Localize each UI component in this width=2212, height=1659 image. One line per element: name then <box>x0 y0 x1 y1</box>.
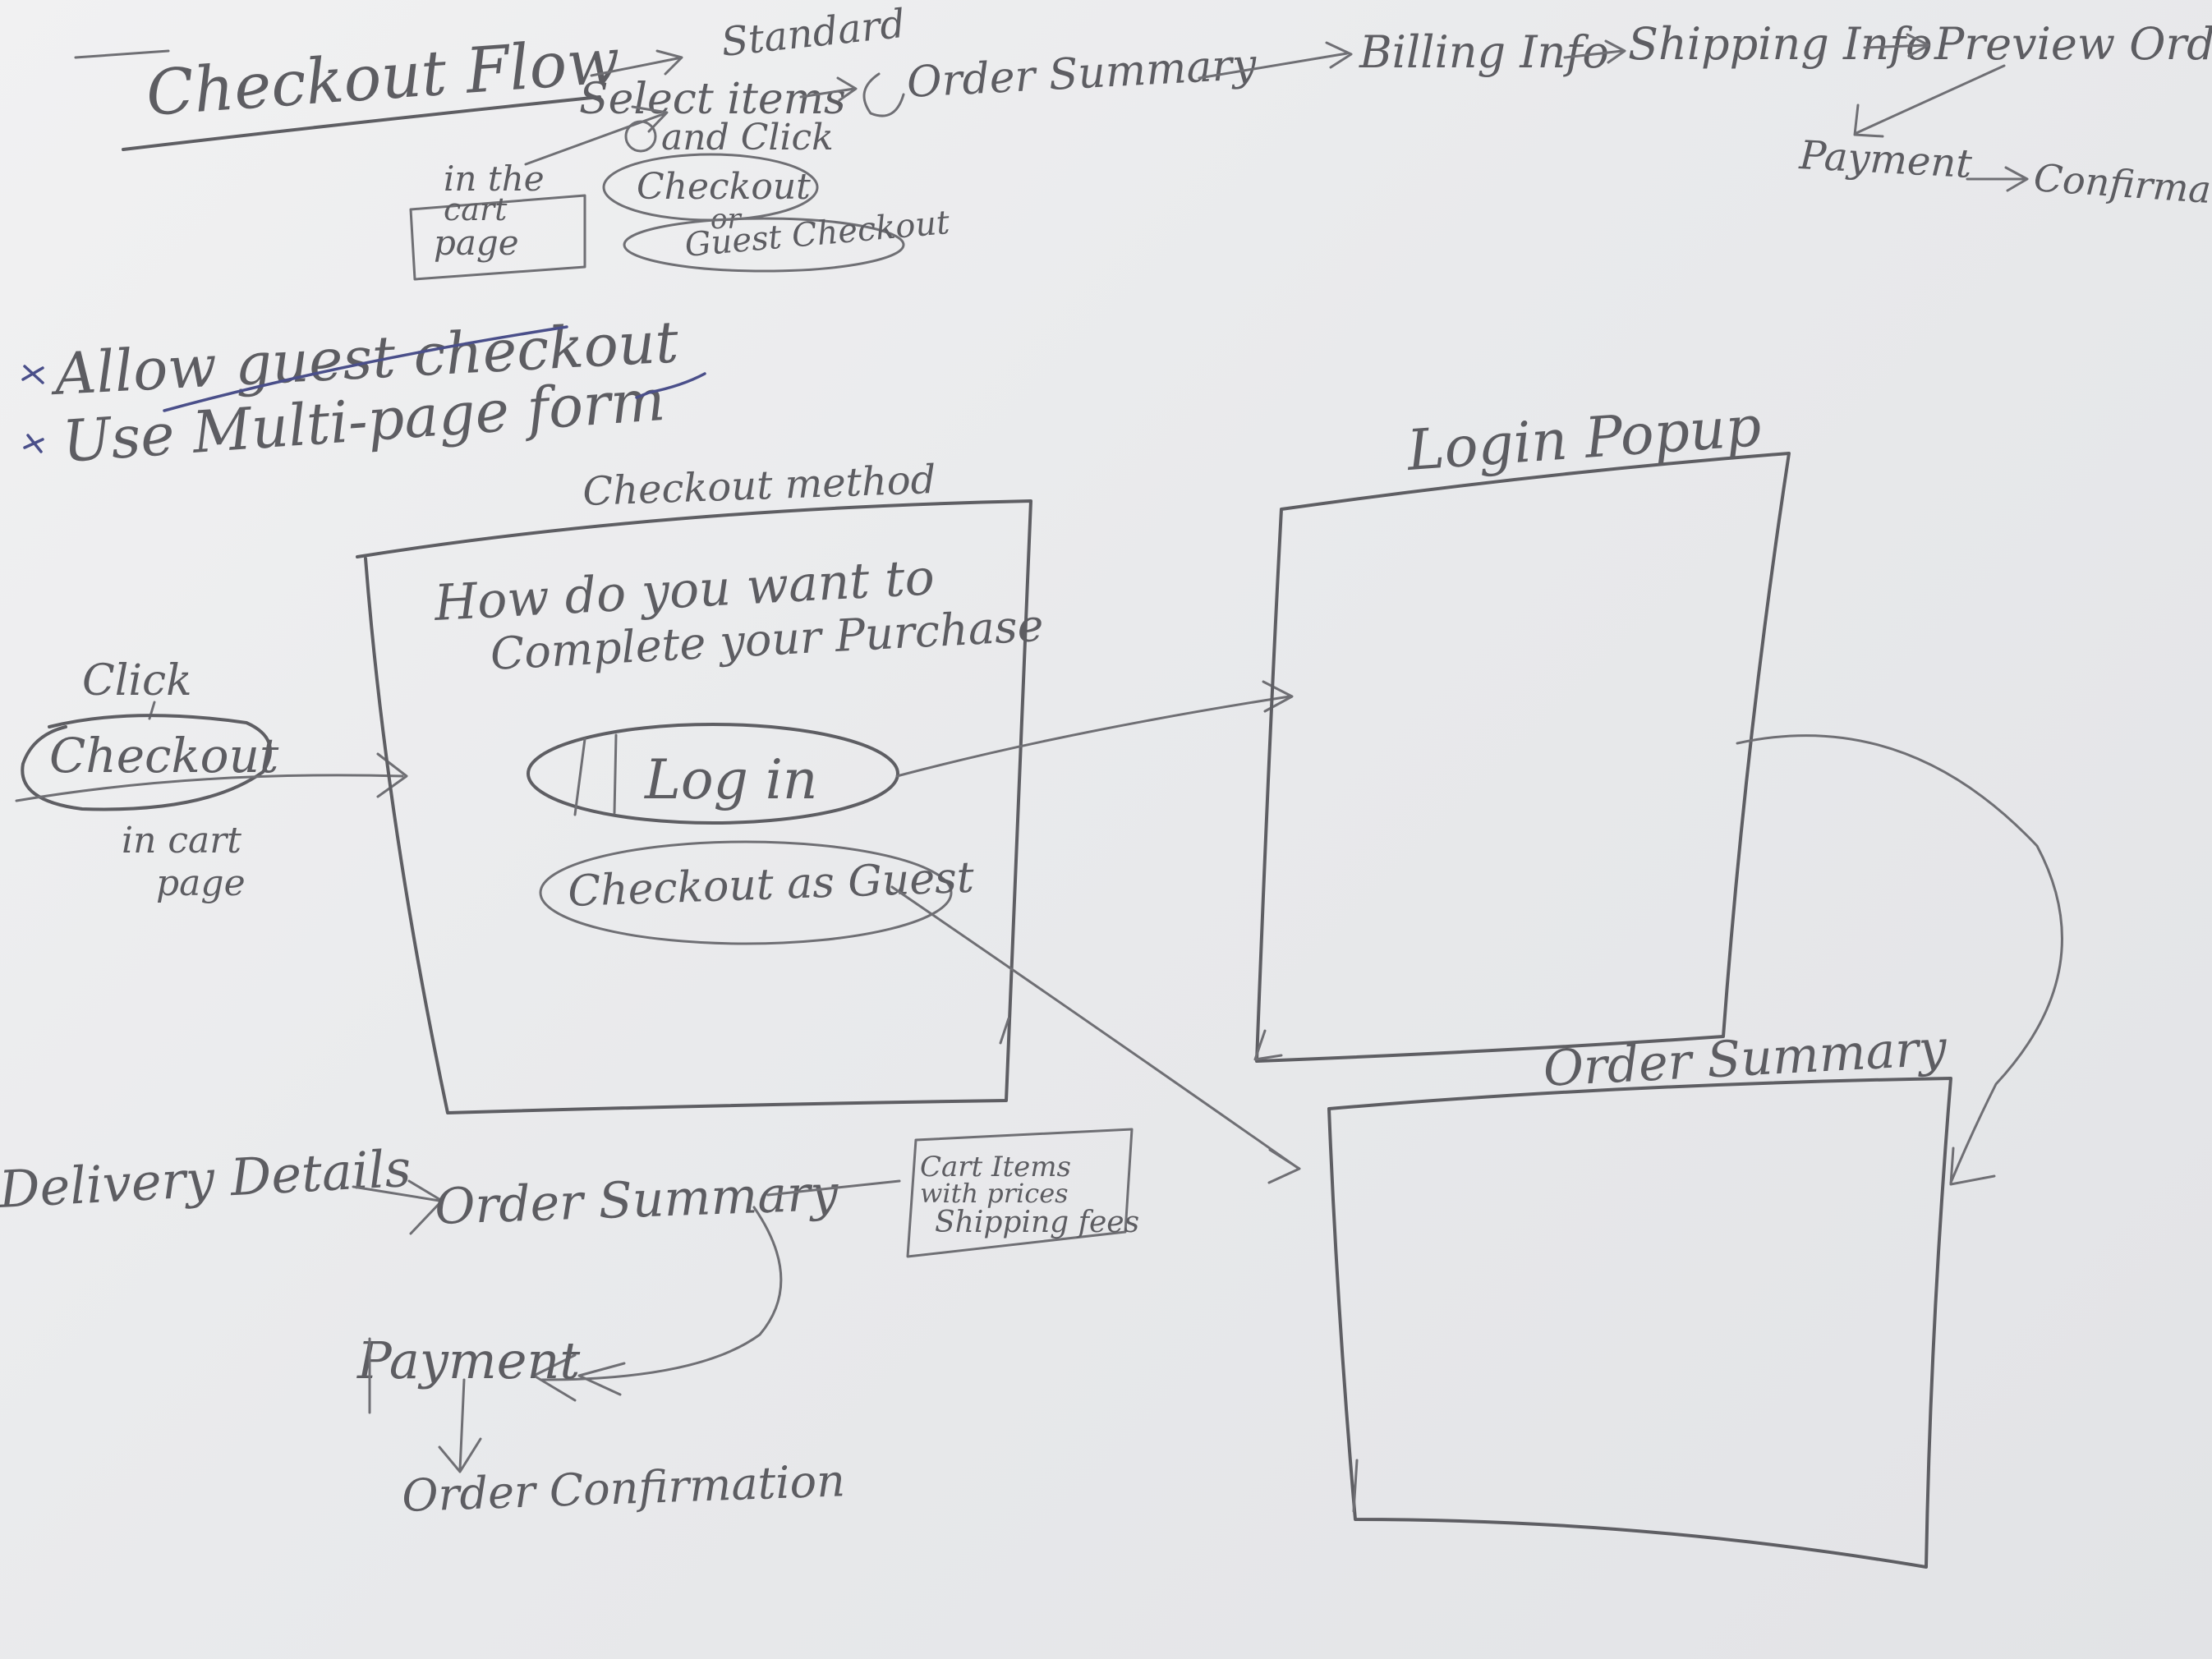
guest-button-label[interactable]: Checkout as Guest <box>567 853 974 917</box>
order-summary-label: Order Summary <box>906 40 1258 108</box>
bottom-payment-label: Payment <box>356 1330 580 1390</box>
billing-info-label: Billing Info <box>1359 26 1609 78</box>
arrow-guest-to-summary <box>890 885 1301 1184</box>
and-click-label: and Click <box>661 117 834 159</box>
cart-label: cart <box>444 191 508 227</box>
order-summary-box <box>1327 1077 1952 1569</box>
checkout-flow-title: Checkout Flow <box>144 24 623 130</box>
bottom-order-summary-label: Order Summary <box>434 1165 840 1236</box>
standard-label: Standard <box>719 1 907 66</box>
entry-click-checkout: Click Checkout in cart page <box>15 656 408 904</box>
login-doodle <box>573 733 618 816</box>
bullet-2 <box>23 434 44 453</box>
login-popup-title: Login Popup <box>1404 394 1764 484</box>
note-line-2: with prices <box>920 1178 1069 1209</box>
cart-items-note-box <box>906 1128 1134 1258</box>
strike-line <box>163 325 568 412</box>
cart-page-box <box>409 194 586 281</box>
top-flow: Checkout Flow Standard Select items Orde… <box>74 1 2212 281</box>
popup-corner <box>1253 1029 1283 1061</box>
summary-corner-tick <box>1352 1459 1359 1513</box>
notes: Allow guest checkout Use Multi-page form <box>21 308 706 476</box>
arrow-shipping-to-preview <box>1863 33 1930 57</box>
arrow-select-to-summary <box>799 76 858 102</box>
guest-button-outline[interactable] <box>539 840 953 945</box>
and-a <box>624 120 657 153</box>
checkout-oval <box>21 714 272 811</box>
checkmark <box>635 372 706 399</box>
login-popup-panel: Login Popup <box>1253 394 1791 1063</box>
order-o <box>862 72 905 117</box>
preview-order-label: Preview Order <box>1934 18 2212 70</box>
checkout-entry-label: Checkout <box>49 728 279 784</box>
page-label: page <box>434 223 519 263</box>
confirmation-label: Confirmation <box>2032 155 2212 217</box>
arrow-login-to-popup <box>895 680 1294 778</box>
arrow-preview-to-payment <box>1853 64 2006 138</box>
note-line-3: Shipping fees <box>935 1206 1139 1239</box>
box-corner-tick <box>999 1017 1010 1045</box>
arrow-payment-to-confirmation <box>438 1378 482 1473</box>
shipping-info-label: Shipping Info <box>1628 18 1933 70</box>
note-line-1: Cart Items <box>920 1151 1071 1183</box>
arrow-billing-to-shipping <box>1563 39 1626 64</box>
bottom-flow: Delivery Details Order Summary Cart Item… <box>0 1128 1139 1522</box>
title-tick <box>74 49 170 59</box>
arrow-payment-to-confirmation <box>1966 166 2029 192</box>
select-items-label: Select items <box>579 75 846 124</box>
payment-label: Payment <box>1797 132 1973 187</box>
delivery-details-label: Delivery Details <box>0 1138 412 1220</box>
entry-page-label: page <box>156 862 246 904</box>
guest-pill-small <box>623 217 905 273</box>
line-summary-to-note <box>766 1179 901 1197</box>
checkout-method-box <box>356 499 1032 1114</box>
arrow-popup-to-summary <box>1736 734 2063 1186</box>
in-cart-label: in cart <box>122 820 241 862</box>
checkout-small-label: Checkout <box>637 166 811 208</box>
login-popup-box <box>1255 452 1791 1063</box>
order-summary-box-title: Order Summary <box>1542 1019 1949 1098</box>
bullet-1 <box>21 365 44 384</box>
order-confirmation-label: Order Confirmation <box>401 1454 846 1522</box>
in-the-label: in the <box>444 159 545 199</box>
arrow-summary-to-payment <box>532 1206 783 1402</box>
click-label: Click <box>82 656 192 705</box>
login-button-outline[interactable] <box>527 723 899 825</box>
login-button-label[interactable]: Log in <box>644 748 817 811</box>
checkout-method-panel: Checkout method How do you want to Compl… <box>356 457 1045 1114</box>
title-underline <box>122 95 601 151</box>
arrow-summary-to-billing <box>1198 41 1353 80</box>
arrow-to-standard <box>590 49 683 77</box>
order-summary-panel: Order Summary <box>1327 1019 1952 1569</box>
arrow-delivery-to-summary <box>352 1179 444 1235</box>
